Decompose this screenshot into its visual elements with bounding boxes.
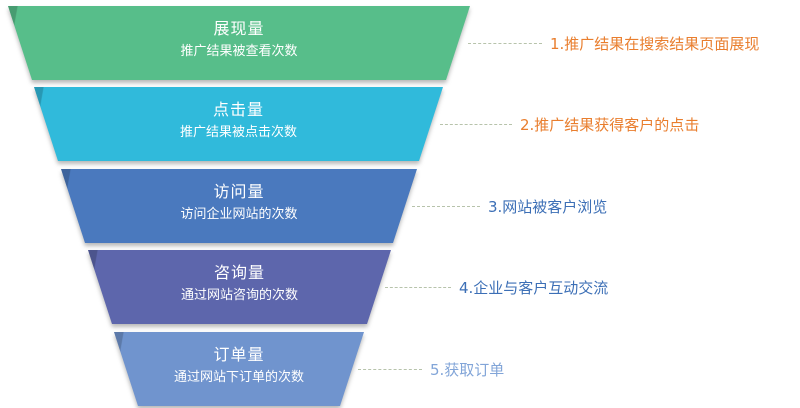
annotation-inquiries: 4.企业与客户互动交流 bbox=[385, 276, 608, 298]
funnel-layer-inquiries-subtitle: 通过网站咨询的次数 bbox=[180, 288, 298, 303]
funnel-layer-orders-subtitle: 通过网站下订单的次数 bbox=[173, 370, 304, 385]
funnel-layer-impressions-shape: 展现量 推广结果被查看次数 bbox=[8, 6, 470, 80]
annotation-visits-label: 3.网站被客户浏览 bbox=[488, 197, 608, 216]
annotation-orders-label: 5.获取订单 bbox=[430, 360, 505, 379]
funnel-layer-clicks-shape: 点击量 推广结果被点击次数 bbox=[34, 87, 443, 161]
funnel-layer-clicks-title: 点击量 bbox=[212, 100, 264, 119]
funnel-layer-visits-shape: 访问量 访问企业网站的次数 bbox=[61, 169, 417, 243]
annotation-impressions: 1.推广结果在搜索结果页面展现 bbox=[468, 32, 759, 54]
funnel-layer-visits-subtitle: 访问企业网站的次数 bbox=[180, 207, 298, 222]
funnel-layer-impressions-title: 展现量 bbox=[213, 19, 265, 38]
funnel-layer-impressions-subtitle: 推广结果被查看次数 bbox=[180, 44, 298, 59]
funnel-layer-visits: 访问量 访问企业网站的次数 bbox=[61, 169, 417, 243]
annotation-impressions-label: 1.推广结果在搜索结果页面展现 bbox=[550, 34, 760, 53]
connector-line bbox=[440, 123, 512, 125]
annotation-clicks-label: 2.推广结果获得客户的点击 bbox=[520, 115, 700, 134]
connector-line bbox=[468, 42, 542, 44]
funnel-layer-impressions: 展现量 推广结果被查看次数 bbox=[8, 6, 470, 80]
funnel-layer-visits-title: 访问量 bbox=[213, 182, 265, 201]
funnel-layer-inquiries-shape: 咨询量 通过网站咨询的次数 bbox=[88, 250, 391, 324]
annotation-orders: 5.获取订单 bbox=[358, 358, 504, 380]
funnel-layer-inquiries-title: 咨询量 bbox=[213, 263, 265, 282]
annotation-inquiries-label: 4.企业与客户互动交流 bbox=[459, 278, 609, 297]
connector-line bbox=[358, 368, 422, 370]
connector-line bbox=[412, 205, 480, 207]
annotation-visits: 3.网站被客户浏览 bbox=[412, 195, 607, 217]
funnel-layer-clicks: 点击量 推广结果被点击次数 bbox=[34, 87, 443, 161]
funnel-layer-clicks-subtitle: 推广结果被点击次数 bbox=[179, 125, 297, 140]
funnel-layer-orders: 订单量 通过网站下订单的次数 bbox=[114, 332, 364, 406]
funnel-layer-inquiries: 咨询量 通过网站咨询的次数 bbox=[88, 250, 391, 324]
connector-line bbox=[385, 286, 451, 288]
funnel-layer-orders-shape: 订单量 通过网站下订单的次数 bbox=[114, 332, 364, 406]
annotation-clicks: 2.推广结果获得客户的点击 bbox=[440, 113, 699, 135]
funnel-layer-orders-title: 订单量 bbox=[213, 345, 265, 364]
